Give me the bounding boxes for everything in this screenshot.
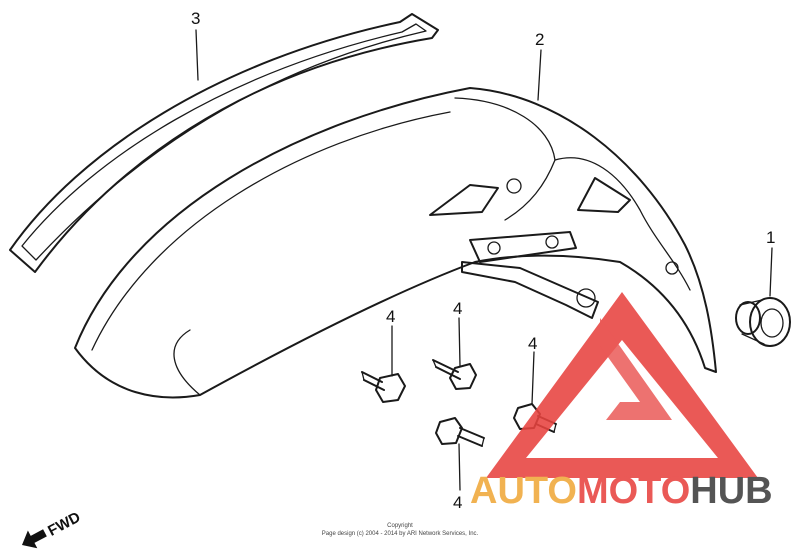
- copyright-notice: Copyright Page design (c) 2004 - 2014 by…: [322, 523, 479, 537]
- part-2-front-fender: [74, 87, 717, 399]
- copyright-line-1: Copyright: [387, 523, 413, 529]
- callout-4-bolt-b: 4: [453, 299, 462, 318]
- part-4-bolt-a: [361, 371, 406, 403]
- copyright-line-2: Page design (c) 2004 - 2014 by ARI Netwo…: [322, 531, 479, 537]
- forward-direction-indicator: FWD: [22, 509, 83, 549]
- brand-part-auto: AUTO: [470, 470, 577, 512]
- callout-3: 3: [191, 9, 200, 28]
- part-4-bolt-c: [435, 417, 485, 447]
- callout-1: 1: [766, 228, 775, 247]
- callout-4-bolt-d: 4: [528, 334, 537, 353]
- fender-vent-left: [429, 184, 499, 216]
- fender-vent-right: [577, 177, 631, 213]
- leader-lines: [195, 29, 773, 491]
- callout-numbers: 3 2 1 4 4 4 4: [191, 9, 775, 512]
- fender-mounting-bracket: [461, 231, 599, 319]
- watermark-logo: AUTOMOTOHUB: [470, 292, 773, 512]
- brand-part-hub: HUB: [690, 470, 772, 512]
- part-4-bolt-b: [432, 359, 477, 390]
- brand-wordmark: AUTOMOTOHUB: [470, 470, 773, 512]
- triangle-logo-icon: [486, 292, 758, 478]
- callout-4-bolt-a: 4: [386, 307, 395, 326]
- fwd-label: FWD: [45, 509, 83, 540]
- part-1-grommet: [735, 297, 791, 347]
- part-3-trim-strip: [9, 13, 439, 273]
- arrow-left-icon: [22, 529, 47, 549]
- callout-2: 2: [535, 30, 544, 49]
- callout-4-bolt-c: 4: [453, 493, 462, 512]
- brand-part-moto: MOTO: [577, 470, 690, 512]
